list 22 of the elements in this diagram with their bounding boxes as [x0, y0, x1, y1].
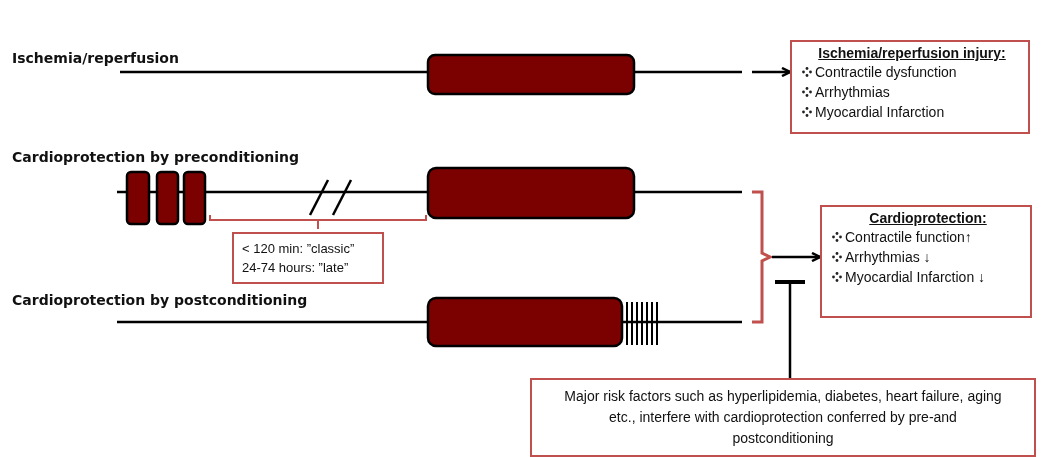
note-text: Major risk factors such as hyperlipidemia, diabetes, heart failure, aging etc., interfere with cardioprotection conferred by pre-and postconditioning [563, 387, 1003, 448]
list-item: Contractile function↑ [845, 228, 972, 247]
row-label: Ischemia/reperfusion [12, 50, 179, 66]
row-label: Cardioprotection by preconditioning [12, 149, 300, 165]
timing-note: 24-74 hours: ”late” [242, 259, 350, 277]
outcome-box [790, 40, 1030, 134]
box-heading: Cardioprotection: [868, 210, 988, 227]
timing-note: < 120 min: ”classic” [242, 240, 356, 258]
note-box [530, 378, 1036, 457]
list-item: Arrhythmias ↓ [845, 248, 931, 267]
row-label: Cardioprotection by postconditioning [12, 292, 308, 308]
list-item: Myocardial Infarction [815, 103, 945, 122]
arrow [752, 66, 792, 78]
inhibition-line [773, 280, 807, 378]
note-box [232, 232, 384, 284]
list-item: Contractile dysfunction [815, 63, 957, 82]
bracket [750, 190, 772, 324]
list-item: Arrhythmias [815, 83, 890, 102]
outcome-box [820, 205, 1032, 318]
list-item: Myocardial Infarction ↓ [845, 268, 986, 287]
arrow [772, 251, 822, 263]
box-heading: Ischemia/reperfusion injury: [817, 45, 1007, 62]
